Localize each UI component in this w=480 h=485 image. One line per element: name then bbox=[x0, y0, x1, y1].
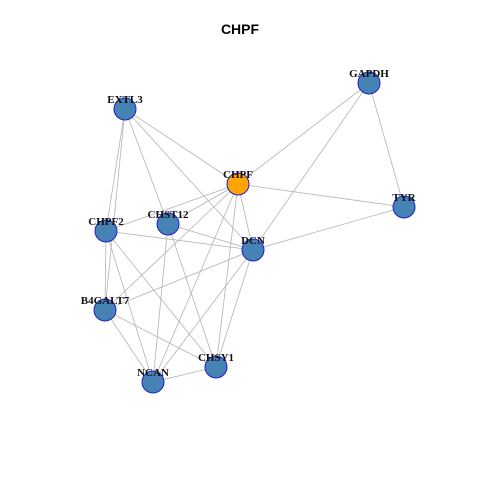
edge-chpf-tyr bbox=[237, 183, 405, 208]
node-label-extl3: EXTL3 bbox=[107, 94, 143, 106]
edge-chst12-ncan bbox=[152, 223, 169, 383]
node-chpf2 bbox=[94, 219, 118, 243]
node-label-chpf2: CHPF2 bbox=[88, 216, 124, 228]
edges-layer bbox=[104, 82, 405, 383]
edge-chst12-chsy1 bbox=[167, 223, 217, 368]
node-tyr bbox=[392, 195, 416, 219]
node-label-b4galt7: B4GALT7 bbox=[81, 295, 130, 307]
edge-extl3-b4galt7 bbox=[104, 108, 126, 311]
node-ncan bbox=[141, 370, 165, 394]
edge-chpf-chsy1 bbox=[215, 183, 239, 368]
edge-chpf2-dcn bbox=[105, 230, 254, 251]
node-b4galt7 bbox=[93, 298, 117, 322]
node-chpf bbox=[226, 172, 250, 196]
edge-chpf-b4galt7 bbox=[104, 183, 239, 311]
node-chsy1 bbox=[204, 355, 228, 379]
plot-title: CHPF bbox=[220, 21, 260, 37]
node-label-tyr: TYR bbox=[392, 192, 416, 204]
edge-chpf-chst12 bbox=[167, 183, 239, 225]
edge-b4galt7-chsy1 bbox=[104, 309, 217, 368]
edge-extl3-chpf bbox=[124, 108, 239, 185]
edge-chpf2-ncan bbox=[105, 230, 154, 383]
node-label-gapdh: GAPDH bbox=[349, 68, 389, 80]
node-chst12 bbox=[156, 212, 180, 236]
edge-chpf-ncan bbox=[152, 183, 239, 383]
edge-gapdh-dcn bbox=[252, 82, 370, 251]
edge-gapdh-tyr bbox=[368, 82, 405, 208]
edge-chpf-chpf2 bbox=[105, 183, 239, 232]
node-label-chsy1: CHSY1 bbox=[198, 352, 234, 364]
node-dcn bbox=[241, 238, 265, 262]
node-label-ncan: NCAN bbox=[137, 367, 169, 379]
edge-chpf2-b4galt7 bbox=[104, 230, 107, 311]
edge-chst12-dcn bbox=[167, 223, 254, 251]
edge-gapdh-chpf bbox=[237, 82, 370, 185]
edge-dcn-chsy1 bbox=[215, 249, 254, 368]
edge-extl3-chst12 bbox=[124, 108, 169, 225]
node-label-chst12: CHST12 bbox=[148, 209, 189, 221]
node-label-dcn: DCN bbox=[241, 235, 265, 247]
edge-tyr-dcn bbox=[252, 206, 405, 251]
edge-dcn-b4galt7 bbox=[104, 249, 254, 311]
edge-b4galt7-ncan bbox=[104, 309, 154, 383]
node-extl3 bbox=[113, 97, 137, 121]
nodes-layer bbox=[93, 71, 416, 394]
node-label-chpf: CHPF bbox=[223, 169, 253, 181]
edge-extl3-chpf2 bbox=[105, 108, 126, 232]
edge-extl3-dcn bbox=[124, 108, 254, 251]
edge-dcn-ncan bbox=[152, 249, 254, 383]
node-gapdh bbox=[357, 71, 381, 95]
